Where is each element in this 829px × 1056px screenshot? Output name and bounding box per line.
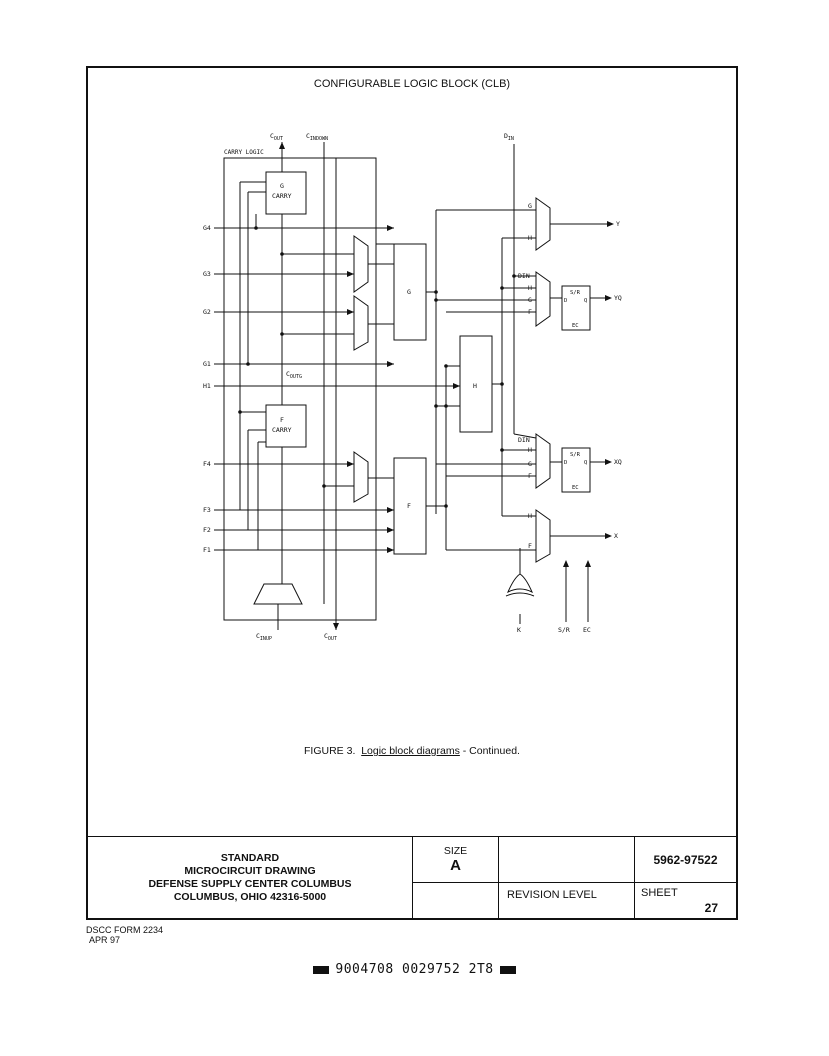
g4-label: G4 [203, 224, 211, 232]
sheet-number: 27 [704, 901, 718, 915]
f-block-label: F [407, 502, 411, 510]
sheet-cell: SHEET 27 [635, 883, 736, 919]
f3-label: F3 [203, 506, 211, 514]
form-line-1: DSCC FORM 2234 [86, 925, 164, 935]
size-label: SIZE [443, 845, 468, 857]
figure-title: CONFIGURABLE LOGIC BLOCK (CLB) [313, 78, 511, 90]
xq-output-label: XQ [614, 458, 622, 466]
xq-ff-sr: S/R [570, 452, 581, 458]
x-mux-f: F [528, 542, 532, 550]
xq-ff-q: Q [584, 460, 587, 466]
g-carry-label-2: CARRY [272, 192, 292, 200]
yq-mux-h: H [528, 284, 532, 292]
x-output-label: X [614, 532, 618, 540]
caption-link[interactable]: Logic block diagrams [361, 745, 460, 757]
ec-label: EC [583, 626, 591, 634]
din-top-label: DIN [504, 132, 514, 142]
xq-mux-f: F [528, 472, 532, 480]
f-carry-box [265, 404, 307, 448]
g2-mux [353, 295, 369, 351]
xq-mux [535, 433, 551, 489]
f1-label: F1 [203, 546, 211, 554]
yq-ff-sr: S/R [570, 290, 581, 296]
agency-line-3: DEFENSE SUPPLY CENTER COLUMBUS [148, 878, 352, 890]
drawing-frame: CONFIGURABLE LOGIC BLOCK (CLB) [86, 66, 738, 920]
f-carry-label-2: CARRY [272, 426, 292, 434]
cinup-mux [253, 583, 303, 605]
barcode-text: 9004708 0029752 2T8 [335, 962, 494, 977]
xq-mux-g: G [528, 460, 532, 468]
k-label: K [517, 626, 521, 634]
yq-output-label: YQ [614, 294, 622, 302]
agency-cell: STANDARD MICROCIRCUIT DRAWING DEFENSE SU… [88, 837, 413, 919]
caption-suffix: - Continued. [459, 745, 520, 757]
yq-mux [535, 271, 551, 327]
y-mux-g: G [528, 202, 532, 210]
y-output-label: Y [616, 220, 620, 228]
yq-mux-din: DIN [518, 272, 530, 280]
yq-ff-q: Q [584, 298, 587, 304]
g3-label: G3 [203, 270, 211, 278]
drawing-number: 5962-97522 [635, 837, 736, 883]
size-value: A [450, 857, 461, 874]
size-cell: SIZE A [413, 837, 499, 883]
agency-line-2: MICROCIRCUIT DRAWING [184, 865, 316, 877]
blank-cell [499, 837, 635, 883]
coutg-label: COUTG [286, 370, 302, 380]
xq-mux-h: H [528, 446, 532, 454]
barcode-mark-right [499, 965, 516, 974]
form-line-2: APR 97 [89, 935, 121, 945]
g1-label: G1 [203, 360, 211, 368]
barcode-line: 9004708 0029752 2T8 [0, 962, 829, 977]
g-carry-label-1: G [280, 182, 284, 190]
yq-ff-d: D [564, 298, 567, 304]
sheet-label: SHEET [641, 887, 678, 899]
cout-bottom-label: COUT [324, 632, 337, 642]
carry-logic-label: CARRY LOGIC [224, 149, 264, 156]
carry-logic-box [223, 157, 377, 621]
h-block-label: H [473, 382, 477, 390]
xq-ff-d: D [564, 460, 567, 466]
barcode-mark-left [313, 965, 330, 974]
y-mux [535, 197, 551, 251]
figure-caption: FIGURE 3. Logic block diagrams - Continu… [88, 745, 736, 757]
xq-ff-ec: EC [572, 485, 579, 491]
k-inverter-gate [507, 573, 533, 594]
cindown-label: CINDOWN [306, 132, 328, 142]
cout-top-label: COUT [270, 132, 283, 142]
agency-line-4: COLUMBUS, OHIO 42316-5000 [173, 891, 327, 903]
f2-label: F2 [203, 526, 211, 534]
yq-ff-ec: EC [572, 323, 579, 329]
g2-label: G2 [203, 308, 211, 316]
yq-flip-flop [561, 285, 591, 331]
h1-label: H1 [203, 382, 211, 390]
yq-mux-f: F [528, 308, 532, 316]
size-bottom-cell [413, 883, 499, 919]
xq-mux-din: DIN [518, 436, 530, 444]
f4-mux [353, 451, 369, 503]
x-mux-h: H [528, 512, 532, 520]
g-block-label: G [407, 288, 411, 296]
yq-mux-g: G [528, 296, 532, 304]
sr-label: S/R [558, 626, 570, 634]
form-number: DSCC FORM 2234 APR 97 [86, 925, 163, 945]
xq-flip-flop [561, 447, 591, 493]
agency-line-1: STANDARD [220, 852, 280, 864]
g-carry-box [265, 171, 307, 215]
f-carry-label-1: F [280, 416, 284, 424]
f4-label: F4 [203, 460, 211, 468]
g4-mux [353, 235, 369, 293]
x-mux [535, 509, 551, 563]
revision-level: REVISION LEVEL [499, 883, 635, 919]
clb-logic-diagram: COUT CINDOWN DIN CARRY LOGIC G CARRY F C… [203, 132, 622, 642]
cinup-label: CINUP [256, 632, 272, 642]
caption-prefix: FIGURE 3. [304, 745, 356, 757]
y-mux-h: H [528, 234, 532, 242]
title-block: STANDARD MICROCIRCUIT DRAWING DEFENSE SU… [88, 836, 736, 919]
